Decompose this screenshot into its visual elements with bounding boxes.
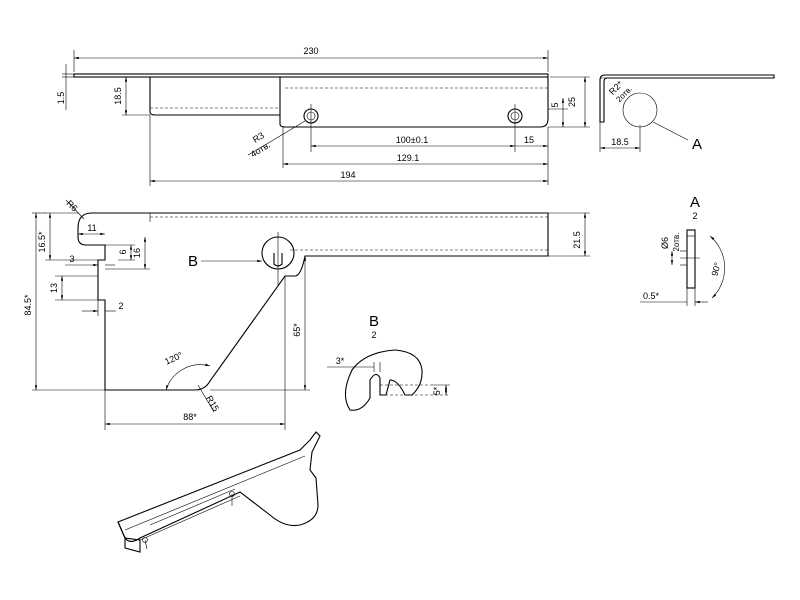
dim-inner-radius: R15: [204, 394, 221, 413]
dim-slot-depth: 3: [69, 254, 74, 264]
dim-hook-width: 11: [87, 223, 96, 233]
dim-bottom-length: 88*: [183, 412, 197, 422]
dim-a-angle: 90°: [710, 261, 723, 277]
detail-b-title: B: [369, 313, 379, 330]
detail-a: A 2 Ø6 2отв. 90° 0.5*: [640, 194, 725, 306]
dim-vertical-drop: 65*: [292, 323, 302, 337]
side-view: A R2* 2отв. 18.5: [599, 74, 775, 153]
front-view: B R6 11 16.5* 6 16 3 13 2: [23, 198, 590, 430]
dim-b-slot-width: 3*: [336, 356, 345, 366]
iso-bracket: [117, 431, 321, 543]
dim-thickness: 1.5: [56, 92, 66, 105]
dim-notch: 6: [118, 249, 128, 254]
dim-flange-height: 18.5: [113, 87, 123, 105]
dim-b-slot-depth: 5*: [432, 386, 442, 395]
detail-a-circle: [622, 92, 658, 128]
dim-a-hole-note: 2отв.: [672, 233, 681, 252]
isometric-view: [117, 431, 321, 553]
side-profile: [599, 74, 775, 123]
dim-total-height: 25: [567, 97, 577, 107]
dim-hole-span: 129.1: [397, 153, 420, 163]
dim-hole-offset: 5: [550, 102, 560, 107]
dim-slot-height: 16: [132, 248, 142, 258]
dim-flange-depth: 18.5: [611, 137, 629, 147]
top-plate: [73, 73, 549, 78]
dim-hole-dia: Ø6: [660, 237, 670, 249]
dim-overall-length: 230: [303, 46, 318, 56]
dim-hole-spacing: 100±0.1: [396, 135, 428, 145]
detail-a-scale: 2: [692, 211, 697, 221]
dim-step-height: 13: [49, 283, 59, 293]
front-profile: [77, 212, 549, 391]
left-flange: [149, 77, 280, 116]
dim-angle: 120°: [163, 350, 184, 367]
detail-b: B 2 3* 5*: [327, 313, 450, 411]
detail-a-plate: [686, 229, 696, 289]
dim-step-width: 2: [118, 301, 123, 311]
dim-total-height: 84.5*: [23, 294, 33, 316]
dim-a-offset: 0.5*: [643, 291, 660, 301]
detail-a-title: A: [690, 194, 700, 211]
detail-b-profile: [344, 349, 423, 411]
dim-hole-edge: 15: [524, 135, 534, 145]
detail-b-scale: 2: [371, 330, 376, 340]
right-flange: [279, 77, 549, 128]
dim-right-height: 21.5: [572, 231, 582, 249]
dim-hole-count: 4отв.: [249, 140, 272, 160]
detail-a-marker: A: [692, 136, 702, 153]
detail-b-marker: B: [188, 253, 198, 270]
top-view: 230 1.5 18.5 5 25 R3 4отв. 100±0.1 15: [56, 46, 590, 186]
dim-hook-height: 16.5*: [37, 231, 47, 253]
dim-flange-length: 194: [340, 170, 355, 180]
